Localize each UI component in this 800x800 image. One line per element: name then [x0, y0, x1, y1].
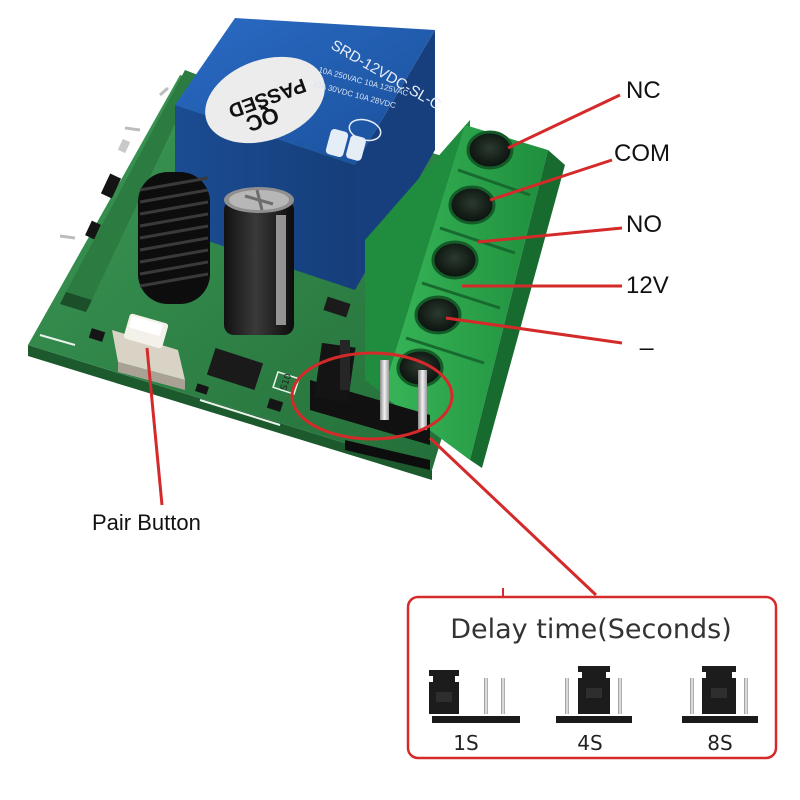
delay-option-label-8s: 8S: [707, 731, 732, 755]
label-12v: 12V: [626, 272, 669, 299]
label-gnd: _: [639, 324, 654, 351]
smd-component: [195, 383, 209, 395]
label-no: NO: [626, 211, 662, 238]
terminal-screw-com[interactable]: [448, 185, 496, 225]
label-nc: NC: [626, 77, 661, 104]
pointer-line-pair-button: [145, 347, 164, 506]
smd-component: [323, 296, 351, 318]
pointer-line-gnd: [445, 316, 623, 345]
qc-passed-sticker: PASSED QC: [205, 56, 325, 144]
pointer-line-delay: [428, 436, 598, 597]
certification-logos: [325, 118, 382, 161]
delay-option-label-4s: 4S: [577, 731, 602, 755]
smd-component: [266, 398, 284, 412]
pointer-line-no: [477, 226, 623, 244]
coil-antenna: [138, 172, 210, 304]
delay-time-panel: Delay time(Seconds) 1S 4S 8S: [406, 595, 778, 760]
delay-option-1s[interactable]: 1S: [429, 670, 520, 755]
terminal-screw-no[interactable]: [431, 240, 479, 280]
pointer-line-com: [489, 158, 613, 202]
jumper-highlight-circle: [290, 351, 454, 441]
terminal-screw-nc[interactable]: [466, 130, 514, 170]
label-com: COM: [614, 140, 670, 167]
terminal-screw-12v[interactable]: [414, 295, 462, 335]
delay-option-8s[interactable]: 8S: [682, 666, 758, 755]
pair-button-label: Pair Button: [92, 510, 201, 535]
pointer-lines: [145, 93, 623, 597]
terminal-screws: [396, 130, 514, 388]
delay-option-label-1s: 1S: [453, 731, 478, 755]
smd-component: [88, 328, 106, 342]
delay-option-4s[interactable]: 4S: [556, 666, 632, 755]
electrolytic-capacitor: [224, 187, 294, 335]
terminal-labels: NC COM NO 12V _: [614, 77, 670, 351]
pointer-line-nc: [507, 93, 621, 150]
rf-receiver-module: [59, 70, 198, 312]
delay-title: Delay time(Seconds): [450, 614, 732, 645]
regulator-chip: [206, 347, 264, 391]
delay-jumper-header[interactable]: [310, 340, 430, 470]
